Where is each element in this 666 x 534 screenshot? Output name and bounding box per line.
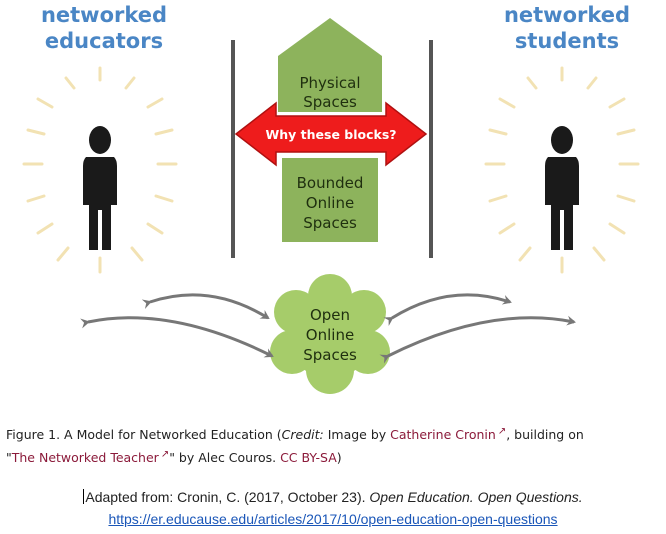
bounded-online-spaces-block <box>282 158 378 242</box>
attribution: Adapted from: Cronin, C. (2017, October … <box>0 486 666 530</box>
caption-author-link[interactable]: Catherine Cronin <box>390 427 496 443</box>
attribution-prefix: Adapted from: Cronin, C. (2017, October … <box>85 489 370 505</box>
why-these-blocks-arrow <box>234 101 428 167</box>
left-heading-line2: educators <box>45 29 163 53</box>
caption-text-3: , building on <box>506 427 584 443</box>
connection-arrows <box>80 293 576 364</box>
physical-spaces-line2: Spaces <box>303 93 357 111</box>
caption-text-4: " by Alec Couros. <box>169 450 281 466</box>
left-lower-arrow <box>80 316 274 358</box>
figure-caption: Figure 1. A Model for Networked Educatio… <box>6 422 662 468</box>
caption-teacher-link[interactable]: The Networked Teacher <box>11 450 159 466</box>
caption-text-1: Figure 1. A Model for Networked Educatio… <box>6 427 282 443</box>
open-spaces-line2: Online <box>306 326 354 344</box>
right-upper-arrow <box>383 293 512 326</box>
caption-credit: Credit: <box>281 427 324 443</box>
right-lower-arrow <box>379 315 576 364</box>
physical-spaces-line1: Physical <box>299 74 360 92</box>
open-spaces-line3: Spaces <box>303 346 357 364</box>
caption-text-2: Image by <box>323 427 391 443</box>
open-spaces-line1: Open <box>310 306 350 324</box>
open-online-spaces-cloud <box>270 274 390 394</box>
caption-text-5: ) <box>336 450 342 466</box>
left-person-icon <box>83 126 117 250</box>
attribution-title: Open Education. Open Questions. <box>369 489 583 505</box>
attribution-url-link[interactable]: https://er.educause.edu/articles/2017/10… <box>108 511 558 527</box>
external-link-icon: ↗ <box>497 426 507 437</box>
bounded-spaces-line2: Online <box>306 194 354 212</box>
right-person-icon <box>545 126 579 250</box>
right-heading-line1: networked <box>504 3 630 27</box>
caption-quote: " <box>6 450 12 466</box>
bounded-spaces-line3: Spaces <box>303 214 357 232</box>
bounded-spaces-line1: Bounded <box>297 174 364 192</box>
external-link-icon: ↗ <box>160 449 170 461</box>
left-upper-arrow <box>141 293 270 320</box>
right-person-rays <box>484 66 640 274</box>
left-heading-line1: networked <box>41 3 167 27</box>
networked-education-diagram: networked educators networked students <box>22 3 640 394</box>
why-these-blocks-label: Why these blocks? <box>265 127 396 142</box>
text-cursor <box>83 489 85 504</box>
right-heading-line2: students <box>515 29 619 53</box>
left-person-rays <box>22 66 178 274</box>
caption-license-link[interactable]: CC BY-SA <box>280 450 337 466</box>
physical-spaces-block <box>278 18 382 112</box>
